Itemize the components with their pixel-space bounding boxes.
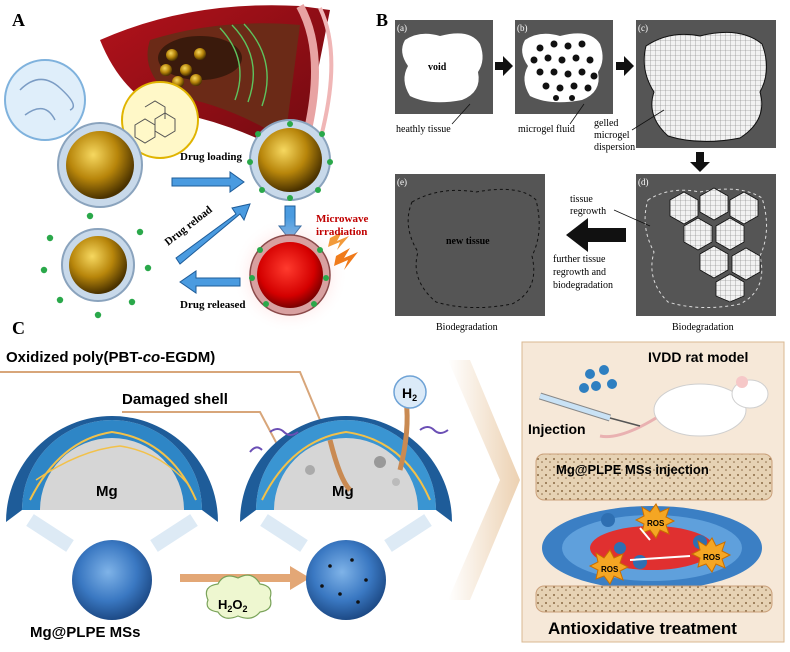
ros-label: ROS: [601, 565, 619, 574]
arrow-bc: [616, 56, 634, 76]
irradiated-core: [257, 242, 323, 308]
drug-molecules: [247, 121, 333, 201]
reaction-arrows: [629, 527, 691, 561]
box-b-label: (b): [517, 23, 528, 33]
released-core: [69, 236, 127, 294]
further-label-2: regrowth and: [553, 267, 606, 278]
damaged-sphere: [306, 540, 386, 620]
arrow-ab: [495, 56, 513, 76]
chevron-arrow: [448, 360, 520, 600]
injection-label: Injection: [528, 421, 586, 437]
microgel-fluid-label: microgel fluid: [518, 124, 575, 135]
new-tissue-label: new tissue: [446, 236, 490, 247]
nanoparticle: [180, 64, 192, 76]
regrowth-label-2: regrowth: [570, 206, 606, 217]
panel-c: C Oxidized poly(PBT-co-EGDM) Damaged she…: [0, 318, 785, 647]
h2o2-cloud: [205, 574, 272, 619]
rat-illustration: [599, 376, 769, 439]
box-e-label: (e): [397, 177, 407, 187]
zoom-beam: [260, 514, 432, 552]
arrow-cd: [690, 152, 710, 172]
nanoparticle: [190, 74, 202, 86]
lightning-icon: [328, 232, 349, 250]
biodegradation-right: Biodegradation: [672, 322, 734, 333]
upper-vertebra: [535, 453, 773, 501]
pointer-line: [631, 109, 665, 131]
dashed-outline: [644, 188, 767, 309]
drug-reload-arrow: [175, 203, 251, 265]
pointer-line: [122, 411, 279, 447]
mg-label-left: Mg: [96, 483, 118, 500]
mg-label-right: Mg: [332, 483, 354, 500]
h2-label: H2: [402, 385, 417, 403]
mg-injection-label: Mg@PLPE MSs injection: [556, 462, 709, 477]
ros-label: ROS: [647, 519, 665, 528]
box-d-label: (d): [638, 177, 649, 187]
h2-bubble: [393, 375, 427, 409]
syringe-icon: [538, 392, 641, 427]
mg-plpe-mss-label: Mg@PLPE MSs: [30, 624, 140, 641]
panel-c-label: C: [12, 318, 25, 338]
microwave-label-1: Microwave: [316, 213, 368, 225]
ivdd-label: IVDD rat model: [648, 349, 748, 365]
gelled-dispersion-shape: [643, 31, 767, 143]
reaction-arrow: [327, 439, 352, 492]
antioxidative-label: Antioxidative treatment: [548, 619, 737, 638]
drug-released-arrow: [179, 270, 241, 294]
ros-burst: [588, 503, 732, 585]
regrowth-label-1: tissue: [570, 194, 593, 205]
pointer-line: [451, 103, 471, 125]
core-particle: [66, 131, 134, 199]
panel-a: A: [4, 4, 368, 333]
pointer-line: [613, 209, 651, 227]
biodegradation-left: Biodegradation: [436, 322, 498, 333]
panel-b: B (a) void (b) (c) heathly tissue microg…: [376, 10, 776, 333]
loaded-core: [258, 128, 322, 192]
void-label: void: [428, 62, 447, 73]
remaining-microgel: [669, 187, 761, 303]
polymer-structure-bubble: [4, 59, 86, 141]
nanoparticle: [194, 48, 206, 60]
microgel-shape: [522, 33, 603, 103]
drug-released-label: Drug released: [180, 299, 245, 311]
box-c-label: (c): [638, 23, 648, 33]
microgel-dots: [530, 40, 598, 101]
further-label-1: further tissue: [553, 254, 606, 265]
gelled-label-1: gelled: [594, 118, 618, 129]
pores: [320, 558, 368, 604]
polymer-fragments: [249, 426, 449, 453]
pointer-line: [0, 371, 321, 421]
ros-label: ROS: [703, 553, 721, 562]
panel-a-label: A: [12, 10, 25, 30]
pointer-line: [569, 103, 585, 125]
panel-b-label: B: [376, 10, 388, 30]
oxidized-label: Oxidized poly(PBT-co-EGDM): [6, 349, 215, 366]
drug-loading-arrow: [171, 171, 245, 193]
h2o2-label: H2O2: [218, 597, 248, 614]
box-e: [395, 174, 545, 316]
gelled-label-3: dispersion: [594, 142, 635, 153]
released-drug-molecules: [40, 212, 152, 319]
zoom-beam: [26, 514, 198, 552]
drug-loading-label: Drug loading: [180, 151, 243, 163]
heathly-tissue-label: heathly tissue: [396, 124, 451, 135]
lightning-icon: [334, 248, 358, 270]
drug-molecules: [249, 247, 329, 307]
intact-hemisphere: Mg: [6, 416, 218, 522]
nanoparticle: [166, 49, 178, 61]
arrow-de: [566, 218, 626, 252]
damaged-shell-label: Damaged shell: [122, 391, 228, 408]
molecule-structure-bubble: [121, 81, 199, 159]
new-tissue-outline: [407, 188, 540, 309]
nanoparticle: [160, 64, 172, 76]
void-shape: [402, 33, 483, 103]
gelled-label-2: microgel: [594, 130, 630, 141]
mg-plpe-sphere: [72, 540, 152, 620]
further-label-3: biodegradation: [553, 280, 613, 291]
box-a-label: (a): [397, 23, 407, 33]
microsphere-cluster: [579, 365, 617, 393]
lower-vertebra: [535, 585, 773, 613]
microwave-label-2: irradiation: [316, 226, 367, 238]
